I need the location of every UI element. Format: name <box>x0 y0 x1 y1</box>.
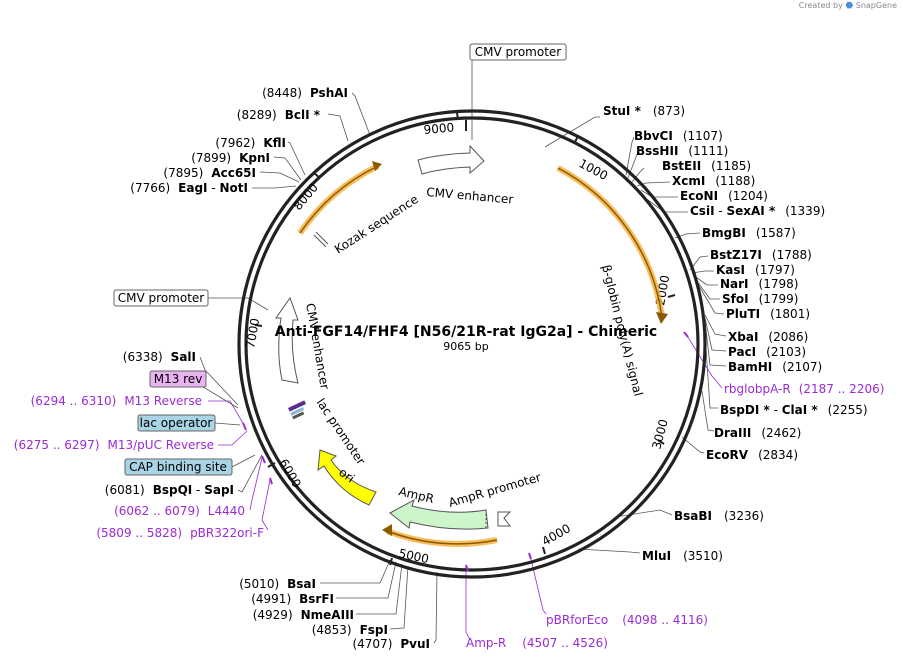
site-draiii: DraIII(2462) <box>714 426 801 440</box>
left-sites: (8448)PshAI (8289)BclI * (7962)KflI (789… <box>105 86 348 497</box>
tick-label: 3000 <box>649 418 670 451</box>
site-fspi: (4853)FspI <box>312 623 388 637</box>
left-leader-lines <box>199 92 371 493</box>
backbone-inner <box>244 116 700 572</box>
site-sali: (6338)SalI <box>123 350 196 364</box>
tick-marks <box>254 112 676 566</box>
beta-globin-arrowhead <box>656 312 668 324</box>
site-kpni: (7899)KpnI <box>191 151 270 165</box>
ampr-promoter-arrow <box>497 511 512 527</box>
feature-label-cmv-enhancer: CMV enhancer <box>426 185 514 207</box>
primer-labels: rbglobpA-R(2187 .. 2206) (6294 .. 6310)M… <box>14 382 885 650</box>
primer-amp-r: Amp-R(4507 .. 4526) <box>466 636 608 650</box>
primer-rbglobpa-r: rbglobpA-R(2187 .. 2206) <box>724 382 884 396</box>
backbone-outer <box>237 109 707 579</box>
site-bstz17i: BstZ17I(1788) <box>710 248 812 262</box>
ampr-arrow <box>389 498 489 530</box>
tick-label: 6000 <box>276 457 303 490</box>
lac-region-marks <box>287 400 307 420</box>
cap-site-leader <box>231 454 256 468</box>
plasmid-name: Anti-FGF14/FHF4 [N56/21R-rat IgG2a] - Ch… <box>275 324 657 340</box>
feature-label-ampr: AmpR <box>397 484 435 506</box>
site-bsabi: BsaBI(3236) <box>674 509 764 523</box>
kozak-marks <box>313 231 329 248</box>
site-pshai: (8448)PshAI <box>262 86 348 100</box>
boxed-label-cmv-promoter-top: CMV promoter <box>469 43 567 61</box>
tick-label: 7000 <box>243 317 262 350</box>
primer-l4440: (6062 .. 6079)L4440 <box>114 504 245 518</box>
beta-globin-polya-outline <box>557 167 663 319</box>
site-nmeaiii: (4929)NmeAIII <box>253 608 354 622</box>
site-ecorv: EcoRV(2834) <box>706 448 798 462</box>
site-nari: NarI(1798) <box>720 277 798 291</box>
site-xbai: XbaI(2086) <box>728 330 808 344</box>
boxed-label-lac-operator: lac operator <box>137 414 216 432</box>
site-paci: PacI(2103) <box>728 345 806 359</box>
tick-label: 9000 <box>423 120 455 137</box>
svg-text:lac operator: lac operator <box>140 416 213 430</box>
ori-arrow <box>317 449 377 506</box>
site-bsshii: BssHII(1111) <box>636 144 728 158</box>
cmv-promoter-left-leader <box>208 297 269 311</box>
tick-label: 4000 <box>540 521 573 548</box>
site-kasi: KasI(1797) <box>716 263 795 277</box>
site-acc65i: (7895)Acc65I <box>163 166 256 180</box>
lac-operator-leader <box>214 422 241 426</box>
svg-text:CMV promoter: CMV promoter <box>475 45 562 59</box>
site-bamhi: BamHI(2107) <box>728 360 822 374</box>
site-kfli: (7962)KflI <box>215 136 286 150</box>
site-bspdi-clai: BspDI * - ClaI *(2255) <box>720 403 868 417</box>
svg-text:CAP binding site: CAP binding site <box>129 460 227 474</box>
tick-label: 5000 <box>397 546 430 566</box>
primer-leader-lines <box>208 333 723 641</box>
cmv-enhancer-arrowhead <box>372 161 382 171</box>
cmv-enhancer-left-arrow <box>275 296 299 384</box>
site-econi: EcoNI(1204) <box>680 189 768 203</box>
svg-text:M13 rev: M13 rev <box>154 372 203 386</box>
boxed-label-m13-rev: M13 rev <box>149 370 207 388</box>
ampr-orange-outline <box>386 530 498 545</box>
snapgene-credit: Created by ⬣ SnapGene <box>798 1 897 11</box>
site-csii-sexai: CsiI - SexAI *(1339) <box>690 204 825 218</box>
svg-text:CMV promoter: CMV promoter <box>118 291 205 305</box>
primer-marks <box>242 331 689 572</box>
site-eagi-noti: (7766)EagI - NotI <box>130 181 248 195</box>
site-pluti: PluTI(1801) <box>726 307 810 321</box>
right-sites: StuI *(873) BbvCI(1107) BssHII(1111) Bst… <box>603 104 868 563</box>
primer-pbr322ori-f: (5809 .. 5828)pBR322ori-F <box>96 526 264 540</box>
boxed-label-cmv-promoter-left: CMV promoter <box>113 289 209 307</box>
ampr-orange-arrowhead <box>382 524 392 536</box>
site-sfoi: SfoI(1799) <box>722 292 798 306</box>
site-bsteii: BstEII(1185) <box>662 159 751 173</box>
primer-pbrforeco: pBRforEco(4098 .. 4116) <box>546 613 708 627</box>
feature-label-cmv-enhancer-left: CMV enhancer <box>303 302 332 390</box>
site-stui: StuI *(873) <box>603 104 685 118</box>
site-pvui: (4707)PvuI <box>352 637 430 651</box>
site-bcli: (8289)BclI * <box>237 108 321 122</box>
snapgene-logo-icon: ⬣ <box>845 1 854 11</box>
cmv-enhancer-orange-outline <box>299 165 379 234</box>
site-xcmi: XcmI(1188) <box>672 174 755 188</box>
site-bmgbi: BmgBI(1587) <box>702 226 796 240</box>
cmv-enhancer-arrow <box>417 144 485 175</box>
plasmid-length: 9065 bp <box>443 340 488 353</box>
site-mlui: MluI(3510) <box>642 549 723 563</box>
primer-m13-puc-reverse: (6275 .. 6297)M13/pUC Reverse <box>14 438 214 452</box>
site-bbvci: BbvCI(1107) <box>634 129 723 143</box>
site-bsai: (5010)BsaI <box>239 577 316 591</box>
site-bsrfi: (4991)BsrFI <box>251 592 334 606</box>
right-leader-lines <box>544 116 727 554</box>
bottom-leader-lines <box>320 559 438 644</box>
boxed-label-cap-binding-site: CAP binding site <box>124 458 233 476</box>
feature-label-ampr-promoter: AmpR promoter <box>447 470 543 510</box>
primer-m13-reverse: (6294 .. 6310)M13 Reverse <box>31 394 202 408</box>
feature-label-kozak: Kozak sequence <box>332 192 421 256</box>
bottom-sites: (5010)BsaI (4991)BsrFI (4929)NmeAIII (48… <box>239 577 430 651</box>
site-bspqi-sapi: (6081)BspQI - SapI <box>105 483 234 497</box>
